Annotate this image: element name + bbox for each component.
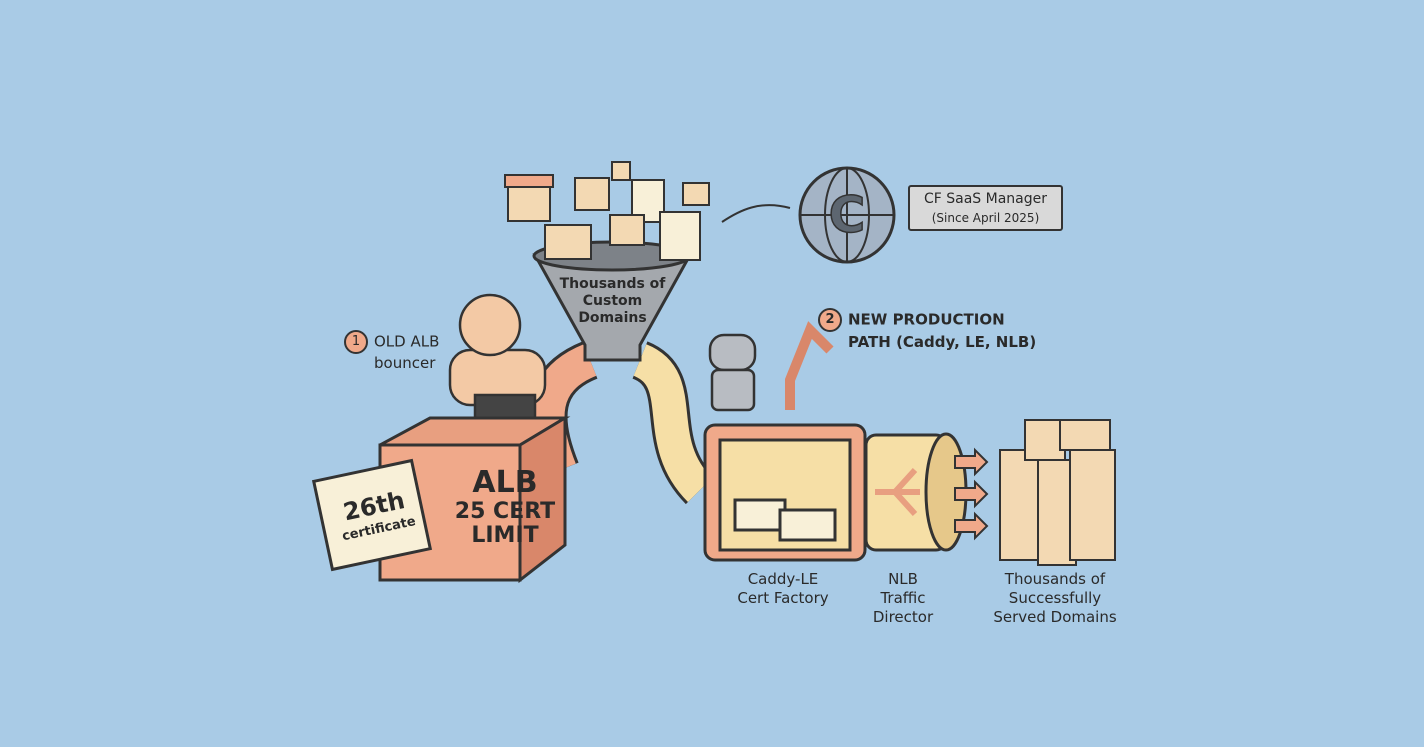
- new-path-line: PATH (Caddy, LE, NLB): [848, 333, 1037, 351]
- nlb-line: NLB: [888, 570, 918, 588]
- new-path-label: 2 NEW PRODUCTION PATH (Caddy, LE, NLB): [818, 308, 1036, 352]
- alb-box-text: ALB 25 CERT LIMIT: [450, 466, 560, 548]
- result-line: Served Domains: [993, 608, 1117, 626]
- alb-line: LIMIT: [471, 523, 539, 548]
- factory-line: Caddy-LE: [747, 570, 819, 588]
- old-path-line: OLD ALB: [374, 332, 440, 351]
- new-pipe: [632, 344, 713, 503]
- domain-stacks: [999, 419, 1116, 566]
- globe-logo: C: [798, 166, 896, 264]
- step-badge-2: 2: [818, 308, 842, 332]
- manager-title: CF SaaS Manager: [923, 191, 1048, 207]
- certificate-card: [311, 458, 433, 572]
- nlb-line: Traffic: [880, 589, 926, 607]
- result-line: Successfully: [1008, 589, 1102, 607]
- funnel-line: Custom: [582, 293, 643, 309]
- arrow: [721, 204, 791, 223]
- robot: [708, 321, 834, 412]
- funnel-line: Domains: [578, 310, 647, 326]
- result-label: Thousands of Successfully Served Domains: [980, 570, 1130, 627]
- manager-subtitle: (Since April 2025): [931, 211, 1040, 225]
- alb-line: 25 CERT: [454, 499, 556, 524]
- output-arrows: [954, 447, 989, 541]
- result-line: Thousands of: [1004, 570, 1106, 588]
- old-path-label: 1 OLD ALB bouncer: [344, 330, 439, 373]
- new-path-line: NEW PRODUCTION: [848, 310, 1005, 329]
- factory-label: Caddy-LE Cert Factory: [718, 570, 848, 608]
- funnel-line: Thousands of: [559, 276, 666, 292]
- nlb-line: Director: [872, 608, 934, 626]
- factory: [703, 423, 867, 562]
- nlb-cylinder: [864, 432, 968, 552]
- funnel-label: Thousands of Custom Domains: [550, 276, 675, 327]
- factory-line: Cert Factory: [737, 589, 829, 607]
- cf-saas-manager-plate: CF SaaS Manager (Since April 2025): [908, 185, 1063, 231]
- old-path-line: bouncer: [374, 354, 436, 372]
- alb-line: ALB: [472, 465, 538, 500]
- bouncer-figure: [448, 293, 547, 427]
- domain-icons: [504, 161, 710, 261]
- step-badge-1: 1: [344, 330, 368, 354]
- svg-text:C: C: [829, 186, 866, 244]
- nlb-label: NLB Traffic Director: [858, 570, 948, 627]
